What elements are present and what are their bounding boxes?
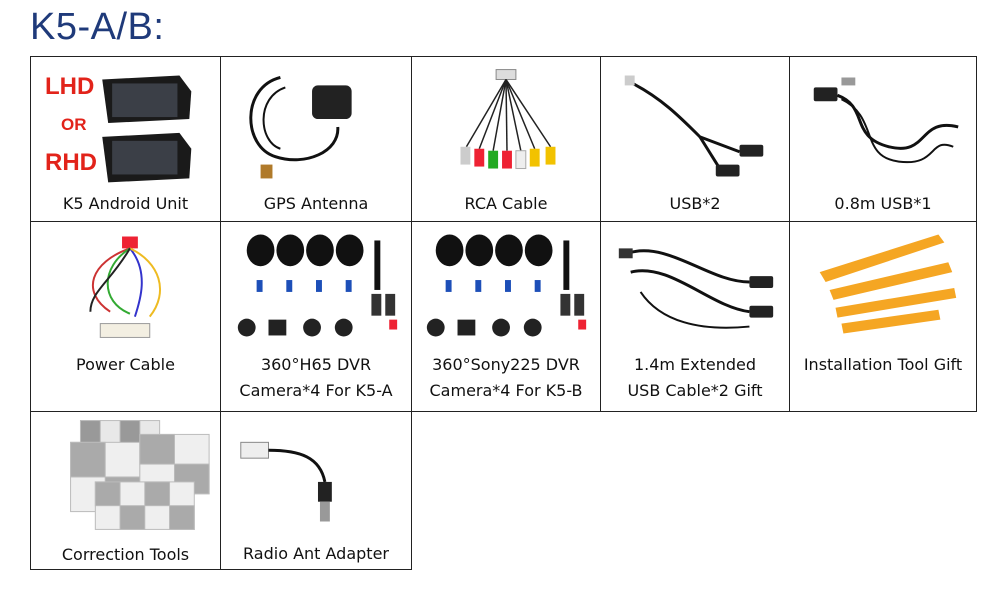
item-caption: USB*2 bbox=[669, 194, 721, 213]
item-k5-android-unit: LHD OR RHD K5 Android Unit bbox=[30, 56, 221, 222]
item-caption-line1: 360°Sony225 DVR bbox=[432, 355, 580, 374]
item-0-8m-usb: 0.8m USB*1 bbox=[789, 56, 977, 222]
item-caption-line1: 1.4m Extended bbox=[633, 355, 757, 374]
radio-adapter-image bbox=[240, 441, 332, 522]
item-sony225-dvr-camera: 360°Sony225 DVR Camera*4 For K5-B bbox=[411, 221, 601, 412]
rhd-label: RHD bbox=[45, 149, 97, 176]
item-h65-dvr-camera: 360°H65 DVR Camera*4 For K5-A bbox=[220, 221, 412, 412]
item-caption: GPS Antenna bbox=[263, 194, 369, 213]
head-unit-image bbox=[102, 75, 192, 183]
item-gps-antenna: GPS Antenna bbox=[220, 56, 412, 222]
item-correction-tools: Correction Tools bbox=[30, 411, 221, 570]
lhd-label: LHD bbox=[45, 73, 95, 100]
item-caption: Installation Tool Gift bbox=[803, 355, 963, 374]
usb-cable-image bbox=[624, 75, 764, 177]
item-caption-line1: 360°H65 DVR bbox=[260, 355, 372, 374]
item-caption: K5 Android Unit bbox=[62, 194, 189, 213]
usb-extension-image bbox=[813, 77, 959, 164]
item-caption-line2: Camera*4 For K5-B bbox=[429, 381, 583, 400]
item-caption: Correction Tools bbox=[61, 545, 190, 564]
extended-usb-image bbox=[618, 248, 774, 329]
item-power-cable: Power Cable bbox=[30, 221, 221, 412]
rca-cable-image bbox=[460, 69, 556, 170]
item-caption: Radio Ant Adapter bbox=[243, 544, 389, 563]
pry-tools-image bbox=[819, 234, 957, 334]
item-rca-cable: RCA Cable bbox=[411, 56, 601, 222]
or-label: OR bbox=[61, 115, 87, 134]
item-caption: RCA Cable bbox=[464, 194, 548, 213]
item-extended-usb-cable: 1.4m Extended USB Cable*2 Gift bbox=[600, 221, 790, 412]
checkerboard-mats-image bbox=[70, 420, 210, 530]
item-caption-line2: USB Cable*2 Gift bbox=[627, 381, 763, 400]
item-usb-2: USB*2 bbox=[600, 56, 790, 222]
power-cable-image bbox=[89, 236, 161, 338]
item-caption-line2: Camera*4 For K5-A bbox=[239, 381, 393, 400]
page-title: K5-A/B: bbox=[30, 6, 165, 48]
dvr-camera-a-image bbox=[237, 234, 398, 337]
item-caption: 0.8m USB*1 bbox=[834, 194, 932, 213]
item-installation-tool: Installation Tool Gift bbox=[789, 221, 977, 412]
item-caption: Power Cable bbox=[76, 355, 175, 374]
dvr-camera-b-image bbox=[426, 234, 587, 337]
item-radio-ant-adapter: Radio Ant Adapter bbox=[220, 411, 412, 570]
gps-antenna-image bbox=[249, 76, 352, 179]
